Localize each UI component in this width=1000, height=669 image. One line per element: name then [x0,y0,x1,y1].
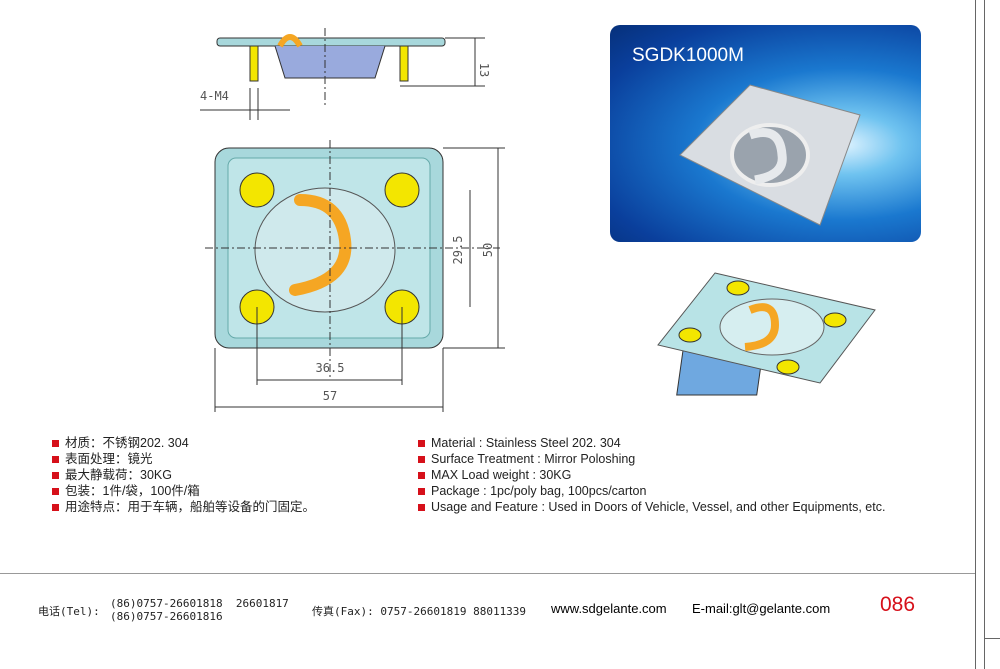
spec-text: Material : Stainless Steel 202. 304 [431,436,621,450]
specs-english: Material : Stainless Steel 202. 304 Surf… [418,435,885,515]
product-image [679,84,861,226]
spec-item: 表面处理：镜光 [52,451,315,467]
tel-line-2: (86)0757-26601816 [110,610,223,623]
front-view-drawing: 29.5 50 36.5 57 [205,140,505,412]
spec-item: Surface Treatment : Mirror Poloshing [418,451,885,467]
dim-width-outer: 57 [323,389,337,403]
spec-item: Package : 1pc/poly bag, 100pcs/carton [418,483,885,499]
dim-holes: 4-M4 [200,89,229,103]
spec-item: 材质：不锈钢202. 304 [52,435,315,451]
fax: 传真(Fax): 0757-26601819 88011339 [312,605,527,618]
footer-divider [0,573,975,574]
crop-mark [975,0,976,669]
spec-text: MAX Load weight : 30KG [431,468,572,482]
spec-item: 用途特点：用于车辆，船舶等设备的门固定。 [52,499,315,515]
side-view-drawing: 13 4-M4 [200,28,491,120]
isometric-drawing [657,272,876,396]
spec-item: 包装：1件/袋，100件/箱 [52,483,315,499]
dim-depth-inner: 29.5 [451,236,465,265]
dim-height: 13 [477,63,491,77]
product-model: SGDK1000M [632,45,744,66]
email-link[interactable]: E-mail:glt@gelante.com [692,601,831,616]
specs-chinese: 材质：不锈钢202. 304 表面处理：镜光 最大静载荷：30KG 包装：1件/… [52,435,315,515]
spec-text: Surface Treatment : Mirror Poloshing [431,452,636,466]
spec-item: Usage and Feature : Used in Doors of Veh… [418,499,885,515]
dim-width-inner: 36.5 [316,361,345,375]
spec-text: 最大静载荷：30KG [65,468,172,482]
product-photo: SGDK1000M [610,25,921,242]
spec-text: 用途特点：用于车辆，船舶等设备的门固定。 [65,500,316,514]
tel-label: 电话(Tel): [38,605,100,618]
spec-item: Material : Stainless Steel 202. 304 [418,435,885,451]
website-link[interactable]: www.sdgelante.com [551,601,667,616]
spec-text: 表面处理：镜光 [65,452,153,466]
page-number: 086 [880,593,916,616]
spec-item: 最大静载荷：30KG [52,467,315,483]
spec-text: Package : 1pc/poly bag, 100pcs/carton [431,484,647,498]
spec-text: Usage and Feature : Used in Doors of Veh… [431,500,886,514]
tel-line-1: (86)0757-26601818 26601817 [110,597,289,610]
spec-text: 材质：不锈钢202. 304 [65,436,189,450]
crop-mark [984,0,985,669]
spec-text: 包装：1件/袋，100件/箱 [65,484,200,498]
dim-depth-outer: 50 [481,243,495,257]
crop-mark [984,638,1000,639]
spec-item: MAX Load weight : 30KG [418,467,885,483]
